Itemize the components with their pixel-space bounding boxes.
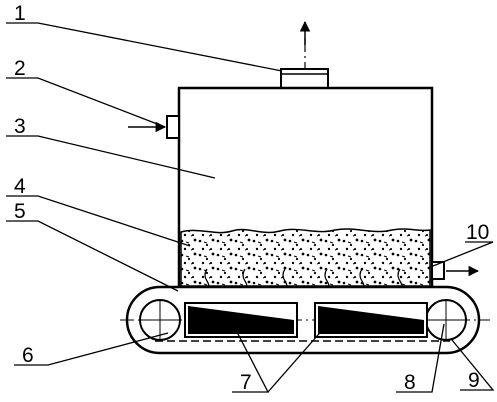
heating-element-left xyxy=(184,302,298,338)
top-outlet-pipe xyxy=(280,68,329,89)
label-1: 1 xyxy=(14,2,26,25)
label-10: 10 xyxy=(466,221,489,244)
left-roller xyxy=(139,299,181,341)
label-2: 2 xyxy=(14,57,26,80)
granular-bed xyxy=(180,228,431,287)
part-labels: 1 2 3 4 5 6 7 8 9 10 xyxy=(14,2,489,394)
heating-element-right xyxy=(314,302,428,338)
left-inlet-pipe xyxy=(128,115,180,139)
label-7: 7 xyxy=(240,371,252,394)
leader-lines xyxy=(6,22,495,393)
label-8: 8 xyxy=(404,371,416,394)
label-5: 5 xyxy=(14,200,26,223)
label-3: 3 xyxy=(14,115,26,138)
label-6: 6 xyxy=(22,344,34,367)
label-4: 4 xyxy=(14,175,26,198)
label-9: 9 xyxy=(468,369,480,392)
right-roller xyxy=(425,299,467,341)
right-outlet-nozzle xyxy=(431,261,480,280)
